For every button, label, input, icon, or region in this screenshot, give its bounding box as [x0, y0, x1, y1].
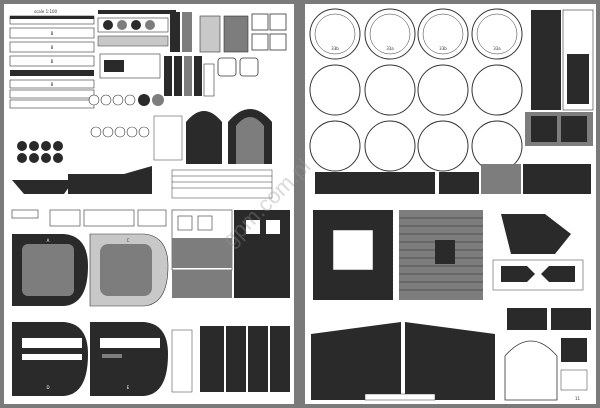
disc-label: 33a: [493, 46, 501, 51]
part-label: C: [127, 238, 130, 243]
part-label: A: [47, 238, 50, 243]
square-panels: [313, 210, 584, 300]
left-sheet-title: scale 1:100: [34, 9, 58, 14]
part-label: B: [51, 31, 54, 36]
part-label: B: [51, 82, 54, 87]
gear-parts: [97, 10, 192, 52]
plate-parts: [12, 233, 169, 396]
corner-label: 11: [575, 396, 581, 401]
arch-parts: [153, 109, 272, 164]
part-label: B: [51, 59, 54, 64]
right-sheet: 33b 33a 33b 33a: [305, 4, 596, 404]
tab-parts: [11, 209, 167, 227]
right-sheet-drawing: 33b 33a 33b 33a: [309, 8, 594, 401]
part-label: B: [51, 45, 54, 50]
bar-parts: [99, 53, 215, 97]
round-parts: [17, 94, 164, 163]
strip-parts: [9, 15, 95, 109]
disc-label: 33a: [386, 46, 394, 51]
disc-parts: [309, 8, 523, 172]
tall-panel-parts: [525, 9, 594, 146]
panel-parts: [171, 209, 290, 393]
hull-parts: [12, 166, 273, 199]
disc-label: 33b: [331, 46, 339, 51]
left-sheet-drawing: scale 1:100: [9, 9, 290, 396]
detail-strip: [315, 164, 591, 194]
box-parts: [199, 13, 287, 77]
fan-parts: [311, 308, 591, 401]
part-label: D: [46, 385, 49, 390]
disc-label: 33b: [439, 46, 447, 51]
part-label: E: [127, 385, 130, 390]
left-sheet: scale 1:100: [4, 4, 294, 404]
